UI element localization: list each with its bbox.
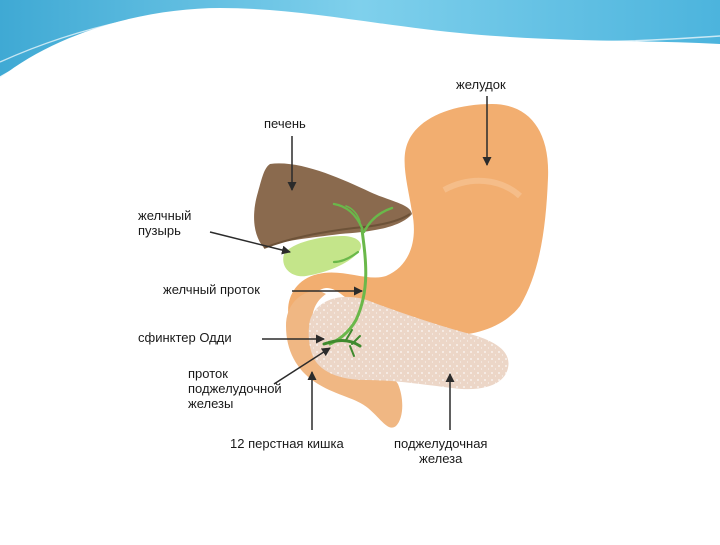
pancreatic-duct (322, 329, 362, 357)
gallbladder (283, 236, 362, 277)
label-pancreatic-duct: проток поджелудочной железы (188, 366, 282, 411)
label-stomach: желудок (456, 77, 506, 92)
arrow-gallbladder (209, 231, 291, 255)
label-liver: печень (264, 116, 306, 131)
duodenum (286, 290, 403, 428)
label-sphincter: сфинктер Одди (138, 330, 232, 345)
label-duodenum: 12 перстная кишка (230, 436, 344, 451)
pointer-arrows (209, 96, 492, 430)
label-pancreas: поджелудочная железа (394, 436, 488, 466)
bile-ducts (328, 202, 394, 346)
label-bile-duct: желчный проток (163, 282, 260, 297)
arrow-pancreatic-duct (273, 347, 331, 385)
label-gallbladder: желчный пузырь (138, 208, 192, 238)
header-wave (0, 0, 720, 80)
